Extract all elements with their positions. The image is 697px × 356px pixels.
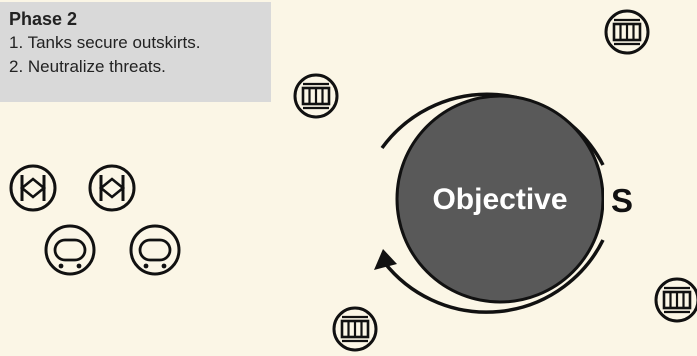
objective-label: Objective bbox=[432, 183, 567, 216]
arrowhead-icon bbox=[374, 249, 397, 270]
armored-vehicle-icon bbox=[129, 224, 181, 276]
antitank-icon bbox=[88, 164, 136, 212]
tank-icon bbox=[604, 9, 650, 55]
tank-icon bbox=[293, 73, 339, 119]
tank-icon bbox=[654, 277, 697, 323]
antitank-icon bbox=[9, 164, 57, 212]
tank-icon bbox=[332, 306, 378, 352]
phase-panel: Phase 2 1. Tanks secure outskirts. 2. Ne… bbox=[0, 2, 271, 102]
s-marker-background bbox=[604, 180, 640, 218]
phase-step-2: 2. Neutralize threats. bbox=[9, 57, 166, 76]
objective-circle bbox=[395, 94, 605, 304]
phase-step-1: 1. Tanks secure outskirts. bbox=[9, 33, 201, 52]
objective-marker: S bbox=[611, 182, 633, 219]
phase-title: Phase 2 bbox=[9, 9, 78, 29]
armored-vehicle-icon bbox=[44, 224, 96, 276]
